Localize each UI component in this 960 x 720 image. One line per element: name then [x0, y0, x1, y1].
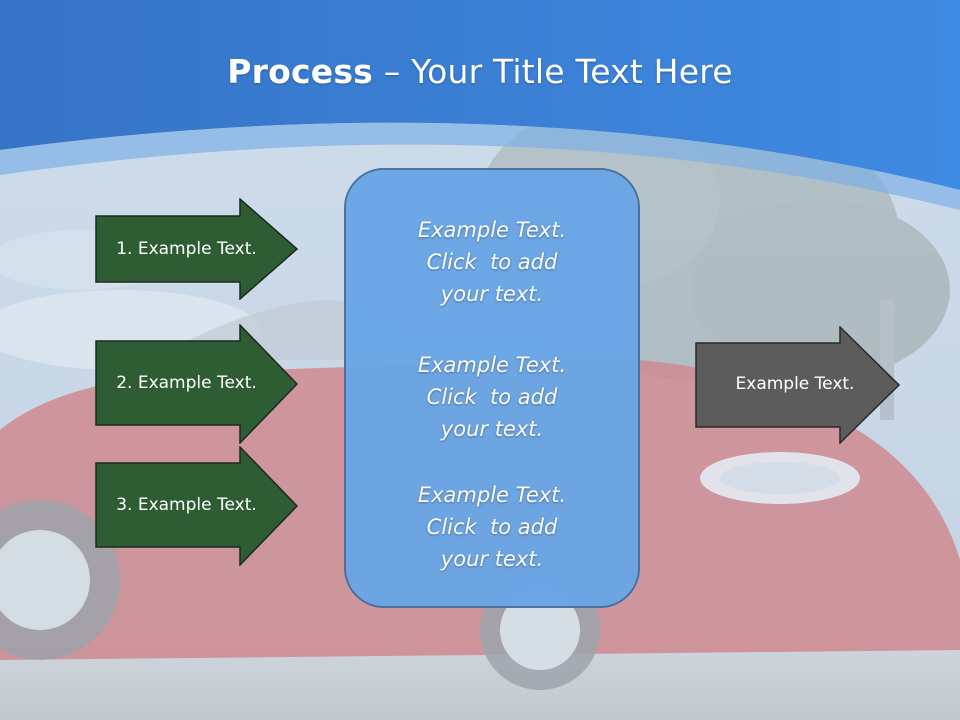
header-swoosh: [0, 122, 960, 210]
arrow-shape: [695, 326, 900, 444]
process-arrow-3[interactable]: 3. Example Text.: [95, 446, 298, 566]
text-block-1: Example Text. Click to add your text.: [417, 218, 567, 306]
text-block-3: Example Text. Click to add your text.: [417, 483, 567, 571]
center-text-box[interactable]: Example Text. Click to add your text. Ex…: [344, 168, 640, 608]
header-band: [0, 0, 960, 190]
arrow-shape: [95, 198, 298, 300]
arrow-shape: [95, 324, 298, 444]
arrow-shape: [95, 446, 298, 566]
arrow-label: 1. Example Text.: [116, 239, 257, 259]
page-title: Process – Your Title Text Here: [227, 52, 733, 91]
text-block-2: Example Text. Click to add your text.: [417, 353, 567, 441]
process-arrow-1[interactable]: 1. Example Text.: [95, 198, 298, 300]
arrow-label: 2. Example Text.: [116, 373, 257, 393]
process-arrow-2[interactable]: 2. Example Text.: [95, 324, 298, 444]
arrow-label: 3. Example Text.: [116, 495, 257, 515]
result-arrow[interactable]: Example Text.: [695, 326, 900, 444]
arrow-label: Example Text.: [735, 374, 855, 394]
